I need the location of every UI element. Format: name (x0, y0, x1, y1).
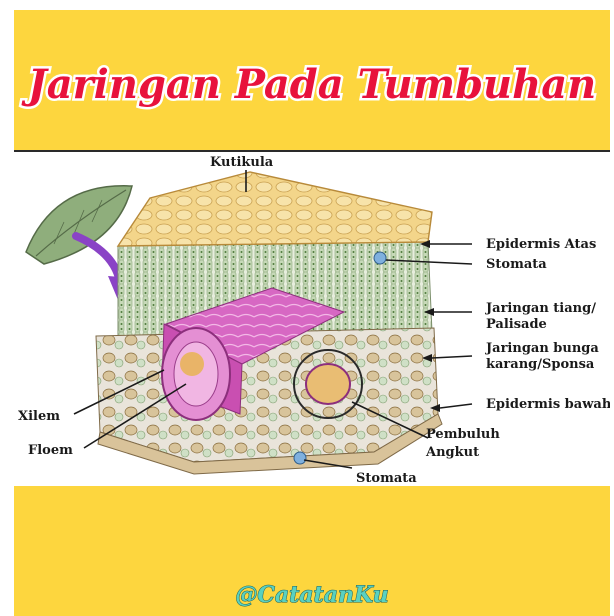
title-banner: Jaringan Pada Tumbuhan (14, 10, 610, 152)
label-pembuluh-line1: Pembuluh (426, 427, 500, 442)
leaf-icon (26, 186, 132, 264)
diagram-svg: Kutikula Epidermis Atas Stomata Jaringan… (14, 152, 610, 486)
leaf-cross-section-diagram: Kutikula Epidermis Atas Stomata Jaringan… (14, 152, 610, 486)
label-stomata-top: Stomata (486, 257, 547, 272)
label-jaringan-bunga-line2: karang/Sponsa (486, 357, 595, 372)
watermark-svg: @CatatanKu (14, 486, 610, 616)
label-stomata-bottom: Stomata (356, 471, 417, 486)
label-pembuluh-line2: Angkut (425, 445, 479, 460)
label-jaringan-tiang-line1: Jaringan tiang/ (485, 301, 596, 316)
title-svg: Jaringan Pada Tumbuhan (14, 10, 610, 150)
label-xilem: Xilem (18, 409, 60, 424)
watermark-text: @CatatanKu (235, 582, 388, 608)
label-floem: Floem (28, 443, 73, 458)
label-jaringan-tiang-line2: Palisade (486, 317, 547, 332)
label-epidermis-atas: Epidermis Atas (486, 237, 596, 252)
label-jaringan-bunga-line1: Jaringan bunga (485, 341, 599, 356)
footer-banner: @CatatanKu (14, 486, 610, 616)
label-kutikula: Kutikula (210, 155, 274, 170)
label-epidermis-bawah: Epidermis bawah (486, 397, 610, 412)
page-title: Jaringan Pada Tumbuhan (21, 61, 596, 108)
leaf-block (96, 172, 442, 474)
